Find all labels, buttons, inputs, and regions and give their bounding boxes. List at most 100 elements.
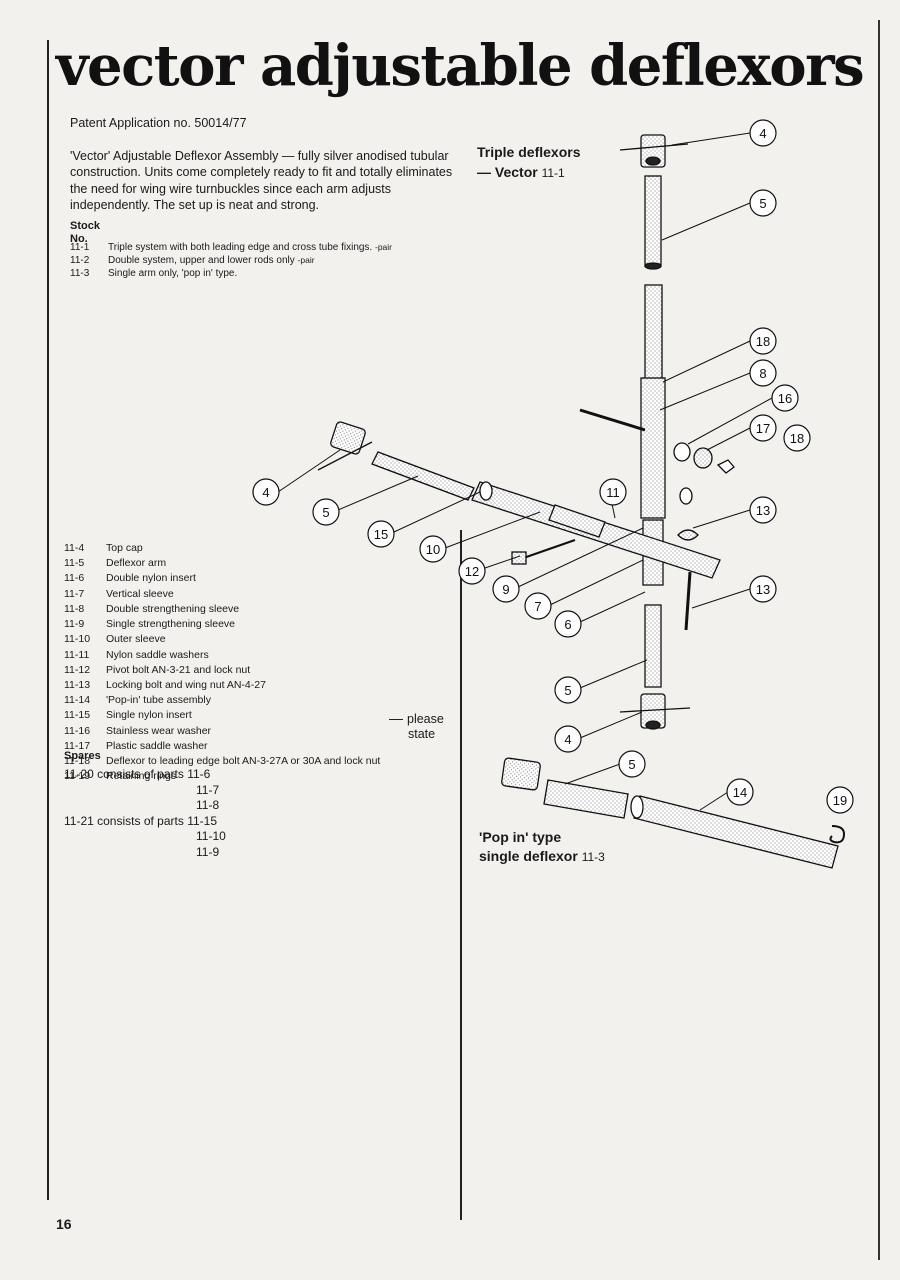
svg-text:10: 10 xyxy=(426,542,440,557)
top-cap-bore xyxy=(645,156,661,166)
part-desc: Single strengthening sleeve xyxy=(106,618,236,631)
leader-line xyxy=(444,511,541,549)
spares-part: 11-9 xyxy=(196,844,220,859)
part-code: 11-10 xyxy=(64,633,91,646)
stock-code: 11-3 xyxy=(70,268,90,280)
leader-line xyxy=(549,559,644,606)
part-code: 11-14 xyxy=(64,694,91,707)
callout-4-top: 4 xyxy=(749,119,777,147)
svg-text:13: 13 xyxy=(756,582,770,597)
left-deflexor-arm xyxy=(371,451,475,501)
callout-11: 11 xyxy=(599,478,627,506)
triple-deflexors-label: Triple deflexors — Vector 11-1 xyxy=(477,143,580,182)
callout-8: 8 xyxy=(749,359,777,387)
leader-line xyxy=(687,397,773,445)
leader-line xyxy=(699,791,729,811)
callout-13-upper: 13 xyxy=(749,496,777,524)
stock-heading-line2: No. xyxy=(70,233,88,246)
part-desc: Double strengthening sleeve xyxy=(106,602,240,615)
part-desc: 'Pop-in' tube assembly xyxy=(106,694,211,707)
page-number: 16 xyxy=(56,1216,72,1232)
part-desc: Top cap xyxy=(106,542,143,554)
part-desc: Plastic saddle washer xyxy=(106,739,208,752)
leader-line xyxy=(579,711,643,739)
triple-label-code: 11-1 xyxy=(541,165,565,180)
intro-paragraph: 'Vector' Adjustable Deflexor Assembly — … xyxy=(70,149,453,212)
svg-text:9: 9 xyxy=(502,582,509,597)
stainless-wear-washer xyxy=(673,442,691,462)
frame-left-rule xyxy=(47,40,49,1200)
stock-unit: -pair xyxy=(375,242,393,252)
svg-text:5: 5 xyxy=(759,196,766,211)
left-cap-wire xyxy=(317,441,373,471)
top-cap-wire xyxy=(619,143,689,151)
part-code: 11-4 xyxy=(64,542,85,554)
callout-5-lower: 5 xyxy=(554,676,582,704)
frame-right-rule xyxy=(878,20,880,1260)
svg-text:6: 6 xyxy=(564,617,571,632)
upper-deflexor-arm xyxy=(644,175,662,267)
callout-4-left: 4 xyxy=(252,478,280,506)
callout-5-top: 5 xyxy=(749,189,777,217)
single-strengthening-sleeve xyxy=(548,504,606,538)
leader-line xyxy=(661,202,751,241)
left-cap-part xyxy=(330,421,366,455)
callout-14: 14 xyxy=(726,778,754,806)
svg-text:4: 4 xyxy=(262,485,269,500)
leader-line xyxy=(611,503,616,519)
part-code: 11-15 xyxy=(64,709,91,722)
upper-arm-end xyxy=(644,262,662,270)
svg-text:7: 7 xyxy=(534,599,541,614)
vertical-tube-upper xyxy=(644,284,663,381)
leader-line xyxy=(662,340,751,383)
leader-line xyxy=(659,372,751,411)
dash-mark xyxy=(389,719,403,721)
svg-text:18: 18 xyxy=(756,334,770,349)
part-callouts: 4 5 18 8 16 17 18 11 13 4 5 15 10 12 9 7… xyxy=(252,119,854,814)
part-code: 11-16 xyxy=(64,724,91,737)
leader-line xyxy=(564,763,621,785)
callout-13-lower: 13 xyxy=(749,575,777,603)
leader-line xyxy=(579,659,648,689)
part-desc: Locking bolt and wing nut AN-4-27 xyxy=(106,678,266,691)
popin-arm xyxy=(543,779,629,819)
stock-row: 11-3 Single arm only, 'pop in' type. xyxy=(70,267,392,280)
spares-heading: Spares xyxy=(64,750,101,762)
stock-code: 11-1 xyxy=(70,242,90,253)
stock-desc: Single arm only, 'pop in' type. xyxy=(108,268,238,280)
svg-text:18: 18 xyxy=(790,431,804,446)
part-code: 11-13 xyxy=(64,678,91,691)
leader-line xyxy=(579,591,646,623)
svg-text:14: 14 xyxy=(733,785,747,800)
svg-text:5: 5 xyxy=(322,505,329,520)
part-desc: Vertical sleeve xyxy=(106,587,174,600)
callout-19: 19 xyxy=(826,786,854,814)
svg-text:5: 5 xyxy=(564,683,571,698)
page-title: vector adjustable deflexors xyxy=(56,33,865,99)
callout-17: 17 xyxy=(749,414,777,442)
please-state-note: please state xyxy=(389,712,444,742)
wing-nut xyxy=(677,529,699,541)
column-divider xyxy=(460,530,462,1220)
leader-line xyxy=(393,491,481,533)
stock-list: 11-1 Triple system with both leading edg… xyxy=(70,241,392,281)
leader-line xyxy=(484,555,521,569)
callout-9: 9 xyxy=(492,575,520,603)
callout-16: 16 xyxy=(771,384,799,412)
svg-text:11: 11 xyxy=(606,485,620,500)
locking-bolt xyxy=(684,571,692,631)
callout-12: 12 xyxy=(458,557,486,585)
pivot-bolt xyxy=(579,408,646,432)
spares-list: 11-20 consists of parts 11-6 11-7 11-8 1… xyxy=(64,767,226,861)
svg-text:4: 4 xyxy=(564,732,571,747)
triple-label-line1: Triple deflexors xyxy=(477,144,581,160)
